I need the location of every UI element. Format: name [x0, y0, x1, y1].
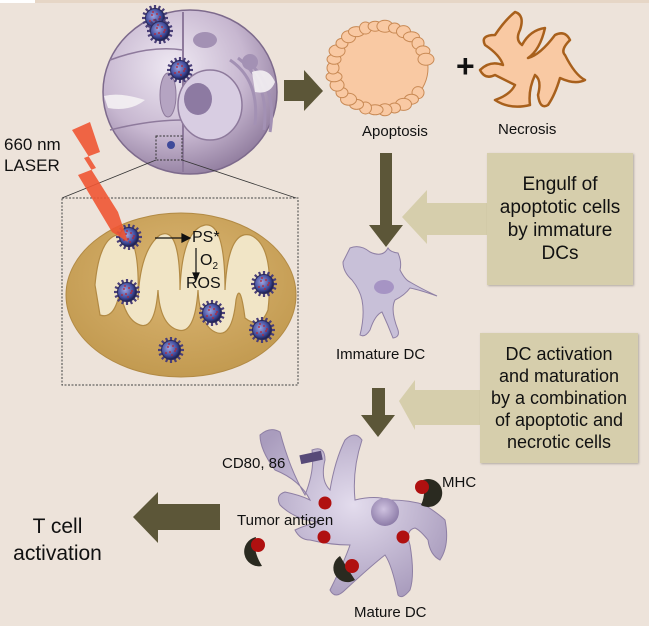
activation-line: and maturation	[498, 366, 620, 386]
mhc-complexes	[244, 478, 443, 583]
activation-line: by a combination	[490, 388, 628, 408]
t-cell-activation-label: T cell activation	[10, 513, 105, 567]
plus-sign: +	[456, 48, 475, 84]
engulf-line: apoptotic cells	[499, 197, 621, 218]
zoom-indicator	[61, 135, 299, 386]
engulf-callout-arrow	[402, 190, 488, 244]
o2-base: O	[200, 252, 213, 269]
activation-callout-arrow	[399, 380, 480, 430]
o2-subscript: 2	[212, 261, 219, 273]
ros-label: ROS	[186, 275, 221, 292]
laser-wavelength: 660 nm	[4, 135, 61, 154]
necrotic-cell-icon	[478, 10, 587, 108]
t-cell-text: T cell	[32, 515, 83, 538]
arrow-down-to-immature-dc	[369, 153, 403, 247]
laser-bolt-icon	[72, 122, 128, 242]
apoptotic-cell-icon	[325, 19, 435, 117]
arrow-right-to-death	[284, 70, 323, 111]
apoptotic-bleb	[417, 52, 435, 66]
arrow-down-to-mature-dc	[361, 388, 395, 437]
activation-line: of apoptotic and	[494, 410, 624, 430]
engulf-line: DCs	[541, 243, 579, 264]
top-border	[0, 0, 649, 3]
activation-box: DC activation and maturation by a combin…	[480, 333, 638, 463]
activation-text: activation	[13, 542, 102, 565]
tumor-antigen-label: Tumor antigen	[237, 512, 334, 529]
tumor-cell-illustration	[102, 9, 278, 175]
top-border-white	[0, 0, 35, 3]
engulf-line: by immature	[507, 220, 613, 241]
mitochondrion	[65, 212, 297, 378]
activation-line: necrotic cells	[506, 432, 612, 452]
laser-label: 660 nm LASER	[4, 134, 61, 176]
tumor-antigens	[317, 496, 410, 544]
mature-dc-illustration	[259, 429, 448, 598]
o2-label: O2	[200, 252, 218, 272]
engulf-line: Engulf of	[522, 174, 598, 195]
arrow-left-to-t-cell	[133, 492, 220, 543]
engulf-box: Engulf of apoptotic cells by immature DC…	[487, 153, 633, 285]
ps-label: PS*	[192, 229, 220, 246]
cd80-label: CD80, 86	[222, 455, 286, 472]
laser-text: LASER	[4, 156, 60, 175]
necrosis-label: Necrosis	[498, 121, 557, 138]
ps-arrows	[155, 233, 200, 282]
immature-dc-illustration	[342, 246, 438, 339]
cd80-receptor	[299, 450, 323, 465]
apoptosis-label: Apoptosis	[362, 123, 428, 140]
mature-dc-label: Mature DC	[354, 604, 427, 621]
mhc-label: MHC	[442, 474, 477, 491]
activation-line: DC activation	[505, 344, 613, 364]
immature-dc-label: Immature DC	[336, 346, 426, 363]
